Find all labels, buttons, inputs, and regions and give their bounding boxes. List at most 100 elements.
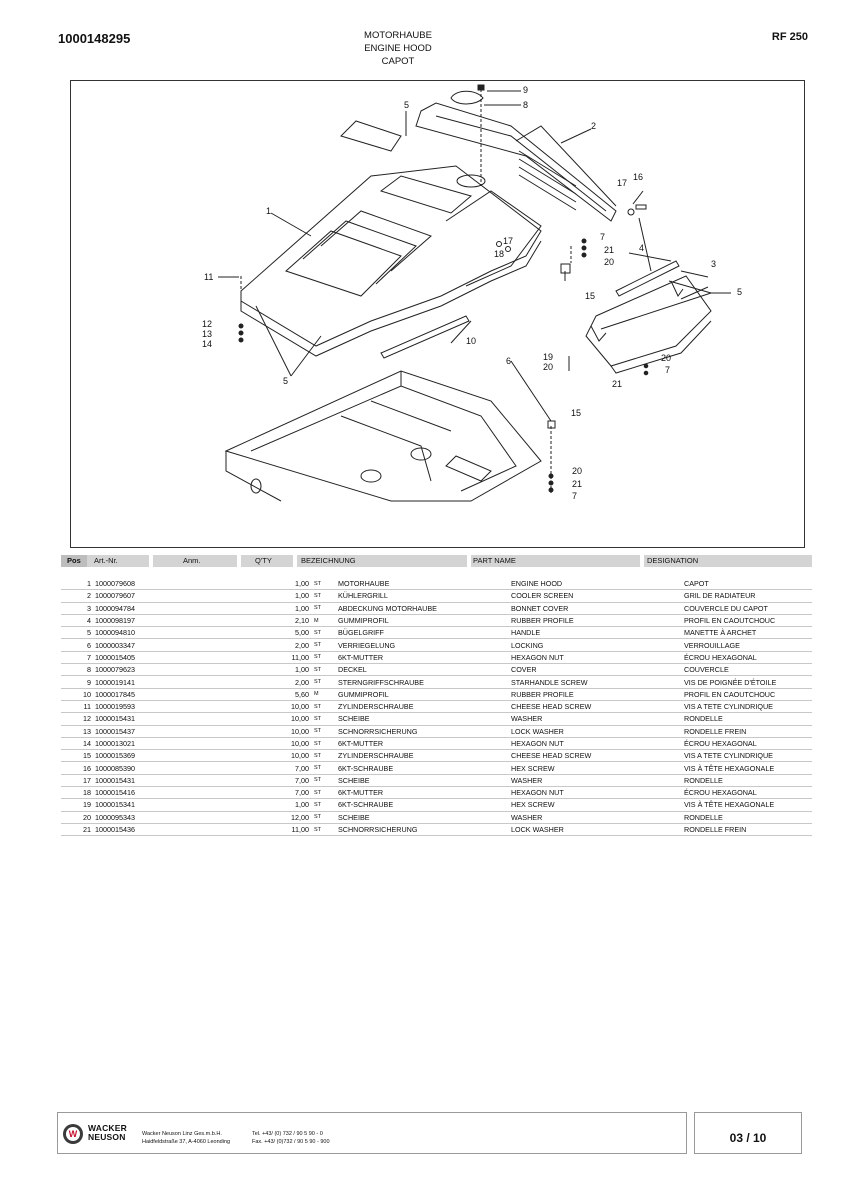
callout-21a: 21: [604, 245, 614, 255]
row-unit: ST: [309, 663, 338, 677]
row-art-nr: 1000094810: [95, 626, 195, 640]
row-part-name: STARHANDLE SCREW: [511, 675, 684, 689]
row-unit: ST: [309, 700, 338, 714]
row-qty: 1,00: [265, 602, 309, 615]
row-pos: 13: [61, 725, 95, 738]
header-designation: DESIGNATION: [647, 556, 699, 565]
row-art-nr: 1000085390: [95, 761, 195, 775]
row-unit: ST: [309, 811, 338, 824]
row-pos: 19: [61, 798, 95, 812]
row-pos: 4: [61, 614, 95, 628]
row-part-name: LOCKING: [511, 638, 684, 652]
row-unit: ST: [309, 675, 338, 689]
row-bezeichnung: SCHEIBE: [338, 811, 511, 824]
title-french: CAPOT: [381, 56, 415, 67]
row-anm: [195, 700, 265, 714]
row-part-name: LOCK WASHER: [511, 823, 684, 837]
row-bezeichnung: DECKEL: [338, 663, 511, 677]
row-anm: [195, 638, 265, 652]
header-bezeichnung: BEZEICHNUNG: [301, 556, 356, 565]
row-art-nr: 1000015341: [95, 798, 195, 812]
row-anm: [195, 675, 265, 689]
row-pos: 3: [61, 602, 95, 615]
title-english: ENGINE HOOD: [364, 43, 432, 54]
row-designation: RONDELLE: [684, 811, 812, 824]
row-qty: 7,00: [265, 786, 309, 800]
row-pos: 18: [61, 786, 95, 800]
row-qty: 11,00: [265, 651, 309, 665]
row-designation: VERROUILLAGE: [684, 638, 812, 652]
row-designation: RONDELLE: [684, 774, 812, 788]
row-anm: [195, 688, 265, 701]
wacker-neuson-logo-icon: W: [63, 1124, 83, 1144]
callout-21c: 21: [572, 479, 582, 489]
row-qty: 5,00: [265, 626, 309, 640]
machine-frame-shape: [224, 370, 542, 502]
callout-20a: 20: [604, 257, 614, 267]
row-pos: 7: [61, 651, 95, 665]
row-designation: VIS A TETE CYLINDRIQUE: [684, 749, 812, 763]
row-unit: ST: [309, 749, 338, 763]
row-anm: [195, 811, 265, 824]
row-designation: GRIL DE RADIATEUR: [684, 589, 812, 603]
row-art-nr: 1000015431: [95, 774, 195, 788]
rubber-profile-4-shape: [615, 260, 680, 297]
header-separator: [640, 555, 644, 567]
row-designation: ÉCROU HEXAGONAL: [684, 737, 812, 751]
row-part-name: WASHER: [511, 774, 684, 788]
callout-1: 1: [266, 206, 271, 216]
row-part-name: LOCK WASHER: [511, 725, 684, 738]
row-anm: [195, 761, 265, 775]
row-pos: 9: [61, 675, 95, 689]
row-anm: [195, 725, 265, 738]
row-part-name: RUBBER PROFILE: [511, 688, 684, 701]
row-anm: [195, 798, 265, 812]
telephone: Tel. +43/ (0) 732 / 90 5 90 - 0: [252, 1131, 323, 1137]
model-name: RF 250: [771, 31, 808, 43]
row-designation: CAPOT: [684, 578, 812, 591]
row-qty: 5,60: [265, 688, 309, 701]
row-qty: 2,10: [265, 614, 309, 628]
row-qty: 1,00: [265, 663, 309, 677]
row-pos: 17: [61, 774, 95, 788]
row-pos: 12: [61, 712, 95, 726]
callout-17b: 17: [503, 236, 513, 246]
row-bezeichnung: 6KT-MUTTER: [338, 786, 511, 800]
row-art-nr: 1000013021: [95, 737, 195, 751]
row-qty: 11,00: [265, 823, 309, 837]
row-part-name: COVER: [511, 663, 684, 677]
row-pos: 5: [61, 626, 95, 640]
rubber-profile-10-shape: [380, 315, 470, 359]
callout-19: 19: [543, 352, 553, 362]
row-anm: [195, 578, 265, 591]
company-address: Wacker Neuson Linz Ges.m.b.H. Haidfeldst…: [142, 1130, 230, 1146]
row-unit: ST: [309, 638, 338, 652]
callout-17a: 17: [617, 178, 627, 188]
row-art-nr: 1000003347: [95, 638, 195, 652]
row-art-nr: 1000015416: [95, 786, 195, 800]
bonnet-cover-shape: [585, 275, 712, 367]
row-part-name: RUBBER PROFILE: [511, 614, 684, 628]
row-designation: ÉCROU HEXAGONAL: [684, 651, 812, 665]
row-anm: [195, 651, 265, 665]
row-art-nr: 1000019593: [95, 700, 195, 714]
row-bezeichnung: BÜGELGRIFF: [338, 626, 511, 640]
header-separator: [237, 555, 241, 567]
row-bezeichnung: 6KT-SCHRAUBE: [338, 761, 511, 775]
row-bezeichnung: SCHEIBE: [338, 774, 511, 788]
logo-line-1: WACKER: [88, 1123, 127, 1133]
row-part-name: BONNET COVER: [511, 602, 684, 615]
row-designation: ÉCROU HEXAGONAL: [684, 786, 812, 800]
row-part-name: COOLER SCREEN: [511, 589, 684, 603]
row-designation: VIS À TÊTE HEXAGONALE: [684, 761, 812, 775]
row-part-name: CHEESE HEAD SCREW: [511, 749, 684, 763]
parts-table-header: Pos Art.-Nr. Anm. Q'TY BEZEICHNUNG PART …: [61, 555, 812, 567]
logo-w-mark: W: [66, 1127, 80, 1141]
